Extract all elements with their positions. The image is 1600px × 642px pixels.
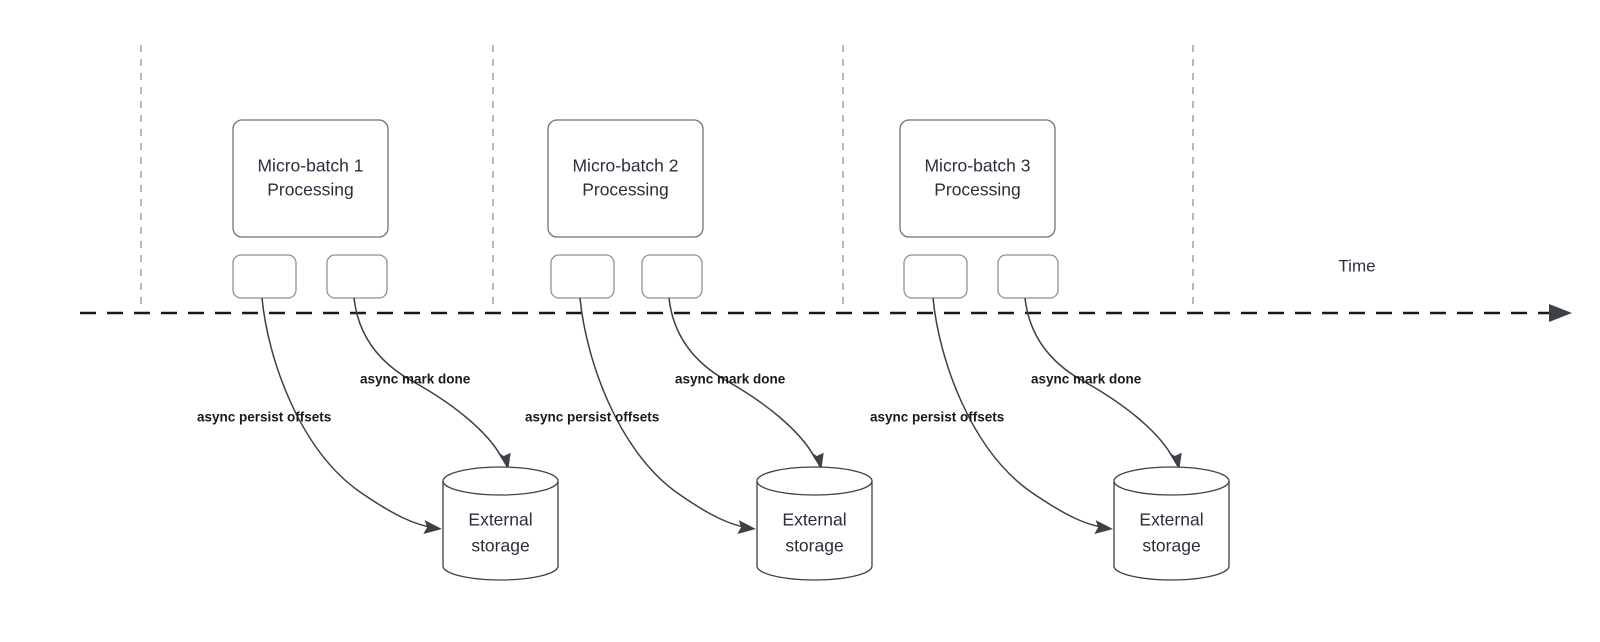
- batch-2-async-mark-done-label: async mark done: [675, 372, 786, 387]
- batch-1-mark-done-task-box[interactable]: [326, 254, 388, 299]
- timeline-arrow-icon: [1549, 304, 1572, 322]
- batch-2-async-persist-offsets-arrow-icon: [737, 520, 756, 535]
- micro-batch-3-label-line1: Micro-batch 3: [924, 156, 1030, 176]
- time-axis-label: Time: [1338, 256, 1375, 275]
- micro-batch-2-box[interactable]: [547, 119, 704, 238]
- external-storage-3-body[interactable]: [1113, 481, 1230, 581]
- batch-group-2: Micro-batch 2 Processing async persist o…: [525, 119, 873, 581]
- external-storage-1-label-line1: External: [468, 510, 532, 530]
- batch-1-async-persist-offsets-arrow-icon: [423, 520, 442, 535]
- tick-line-group: [140, 45, 1194, 308]
- batch-2-offsets-task-box[interactable]: [550, 254, 615, 299]
- external-storage-3-top: [1113, 466, 1230, 496]
- micro-batch-3-label-line2: Processing: [934, 180, 1021, 200]
- micro-batch-1-label-line2: Processing: [267, 180, 354, 200]
- micro-batch-3-box[interactable]: [899, 119, 1056, 238]
- external-storage-1-body[interactable]: [442, 481, 559, 581]
- batch-1-async-mark-done-curve: [353, 297, 503, 459]
- micro-batch-1-box[interactable]: [232, 119, 389, 238]
- batch-2-async-persist-offsets-curve: [579, 297, 750, 529]
- batch-1-offsets-task-box[interactable]: [232, 254, 297, 299]
- batch-1-async-persist-offsets-curve: [261, 297, 436, 529]
- batch-3-async-mark-done-arrow-icon: [1168, 452, 1182, 470]
- batch-3-mark-done-task-box[interactable]: [997, 254, 1059, 299]
- external-storage-2-top: [756, 466, 873, 496]
- batch-group-3: Micro-batch 3 Processing async persist o…: [870, 119, 1230, 581]
- batch-3-async-persist-offsets-curve: [932, 297, 1107, 529]
- batch-3-async-mark-done-curve: [1024, 297, 1174, 459]
- batch-1-async-persist-offsets-label: async persist offsets: [197, 410, 331, 425]
- batch-3-async-persist-offsets-label: async persist offsets: [870, 410, 1004, 425]
- micro-batch-2-label-line1: Micro-batch 2: [572, 156, 678, 176]
- batch-2-async-mark-done-arrow-icon: [810, 452, 824, 470]
- batch-2-async-mark-done-curve: [668, 297, 816, 459]
- timeline-axis: Time: [80, 256, 1572, 322]
- batch-2-mark-done-task-box[interactable]: [641, 254, 703, 299]
- external-storage-1-top: [442, 466, 559, 496]
- batch-1-async-mark-done-label: async mark done: [360, 372, 471, 387]
- external-storage-2-label-line2: storage: [785, 536, 843, 556]
- micro-batch-2-label-line2: Processing: [582, 180, 669, 200]
- batch-3-offsets-task-box[interactable]: [903, 254, 968, 299]
- external-storage-1-label-line2: storage: [471, 536, 529, 556]
- batch-3-async-mark-done-label: async mark done: [1031, 372, 1142, 387]
- batch-2-async-persist-offsets-label: async persist offsets: [525, 410, 659, 425]
- external-storage-2-label-line1: External: [782, 510, 846, 530]
- external-storage-2-body[interactable]: [756, 481, 873, 581]
- batch-1-async-mark-done-arrow-icon: [497, 452, 511, 470]
- micro-batch-1-label-line1: Micro-batch 1: [257, 156, 363, 176]
- batch-group-1: Micro-batch 1 Processing async persist o…: [197, 119, 559, 581]
- external-storage-3-label-line1: External: [1139, 510, 1203, 530]
- external-storage-3-label-line2: storage: [1142, 536, 1200, 556]
- batch-3-async-persist-offsets-arrow-icon: [1094, 520, 1113, 535]
